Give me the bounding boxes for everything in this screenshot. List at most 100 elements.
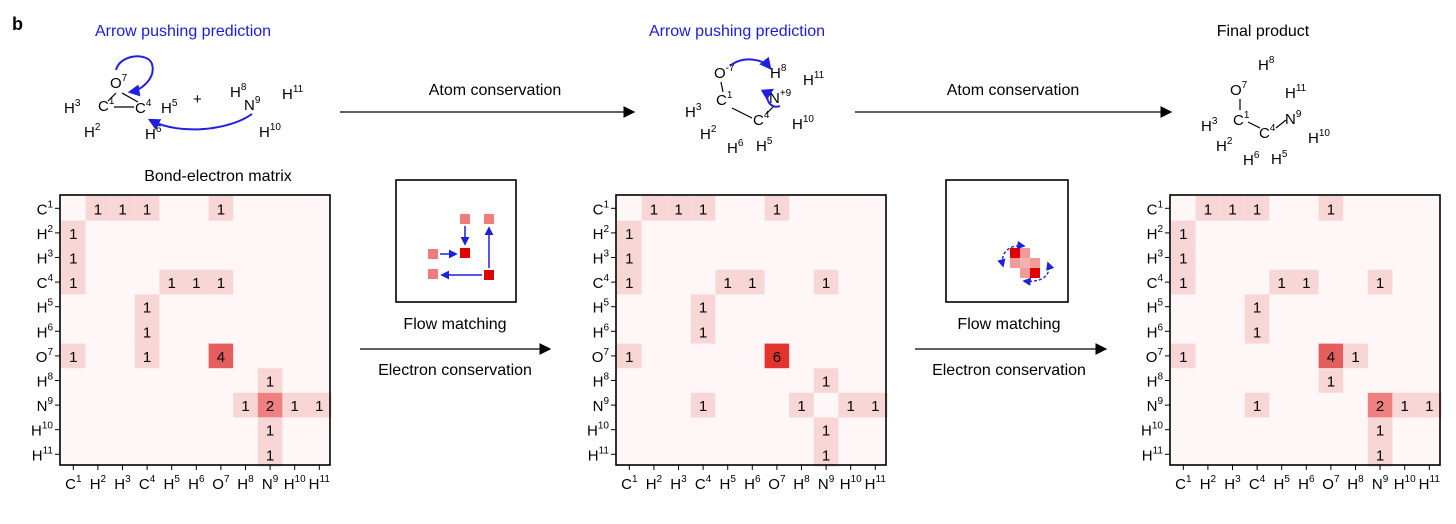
row-label: H10 <box>587 421 609 440</box>
matrix-cell <box>1195 196 1221 221</box>
matrix-cell <box>208 343 234 369</box>
matrix-cell-value: 1 <box>822 275 830 292</box>
column-label: H10 <box>1394 474 1416 493</box>
matrix-cell <box>1244 392 1270 418</box>
atom-C1: C1 <box>98 96 115 115</box>
svg-text:H2: H2 <box>700 124 717 143</box>
svg-text:H2: H2 <box>84 122 101 141</box>
matrix-cell-value: 1 <box>1179 349 1187 366</box>
column-label: C1 <box>65 474 82 493</box>
column-label: C4 <box>1249 474 1266 493</box>
svg-text:H11: H11 <box>282 84 304 103</box>
matrix-cell <box>1171 269 1196 295</box>
svg-text:H6: H6 <box>1243 150 1260 169</box>
matrix-cell-value: 1 <box>1376 423 1384 440</box>
heading-bond-electron-matrix: Bond-electron matrix <box>144 168 292 185</box>
svg-text:H6: H6 <box>145 124 162 143</box>
matrix-background <box>616 195 886 465</box>
row-label: H8 <box>37 372 54 391</box>
flow-cell <box>428 249 438 259</box>
row-label: H10 <box>31 421 53 440</box>
matrix-frame <box>1169 194 1441 466</box>
matrix-cell-value: 1 <box>1327 201 1335 218</box>
matrix-cell <box>1294 269 1319 295</box>
row-label: H5 <box>37 298 54 317</box>
matrix-cell <box>257 417 283 442</box>
matrix-cell <box>690 392 716 418</box>
row-label: C4 <box>1147 273 1164 292</box>
svg-text:H3: H3 <box>685 102 702 121</box>
matrix-cell-value: 6 <box>773 349 781 366</box>
matrix-cell <box>233 392 258 418</box>
matrix-cell-value: 1 <box>699 201 707 218</box>
matrix-cell <box>85 196 111 221</box>
flow-cell <box>460 248 470 258</box>
matrix-cell <box>1318 343 1344 369</box>
matrix-cell <box>1171 343 1196 369</box>
column-label: C4 <box>139 474 156 493</box>
flow-matching-label-2: Flow matching <box>957 316 1060 333</box>
matrix-cell-value: 1 <box>699 324 707 341</box>
matrix-cell <box>813 269 839 295</box>
matrix-cell-value: 1 <box>69 349 77 366</box>
matrix-cell-value: 1 <box>143 324 151 341</box>
matrix-cell-value: 1 <box>1228 201 1236 218</box>
flow-cell <box>1020 248 1030 258</box>
matrix-cell-value: 1 <box>1425 398 1433 415</box>
svg-text:H8: H8 <box>1258 55 1275 74</box>
flow-cell <box>1020 268 1030 278</box>
atom-conservation-label-2: Atom conservation <box>947 82 1080 99</box>
matrix-cell-value: 1 <box>217 201 225 218</box>
matrix-cell-value: 4 <box>217 349 225 366</box>
row-label: H8 <box>593 372 610 391</box>
flow-matching-box-2 <box>945 179 1069 303</box>
matrix-cell <box>1367 392 1393 418</box>
matrix-cell-value: 1 <box>266 374 274 391</box>
column-label: H11 <box>865 474 887 493</box>
matrix-background <box>1170 195 1440 465</box>
panel-label: b <box>12 14 23 34</box>
matrix-cell-value: 1 <box>266 423 274 440</box>
matrix-cell <box>617 220 642 246</box>
matrix-cell <box>1367 442 1393 467</box>
svg-text:H2: H2 <box>1216 136 1233 155</box>
matrix-cell-value: 1 <box>1401 398 1409 415</box>
column-label: H5 <box>719 474 736 493</box>
column-label: C1 <box>1175 474 1192 493</box>
column-label: O7 <box>212 474 230 493</box>
svg-text:H11: H11 <box>1285 83 1307 102</box>
row-label: N9 <box>37 396 54 415</box>
matrix-cell <box>1417 392 1442 418</box>
matrix-cell <box>617 245 642 270</box>
flow-matching-label-1: Flow matching <box>403 316 506 333</box>
column-label: H8 <box>793 474 810 493</box>
matrix-cell <box>257 442 283 467</box>
column-label: H10 <box>840 474 862 493</box>
matrix-cell-value: 1 <box>1253 201 1261 218</box>
matrix-cell <box>257 368 283 393</box>
row-label: H2 <box>37 224 54 243</box>
column-label: C1 <box>621 474 638 493</box>
matrix-cell-value: 1 <box>1376 275 1384 292</box>
matrix-cell-value: 1 <box>69 226 77 243</box>
column-label: H3 <box>114 474 131 493</box>
matrix-cell-value: 1 <box>1253 300 1261 317</box>
row-label: H3 <box>593 249 610 268</box>
atom-C4: C4 <box>135 98 152 117</box>
matrix-cell <box>1244 319 1270 344</box>
matrix-cell <box>1318 196 1344 221</box>
matrix-cell <box>1171 245 1196 270</box>
matrix-cell <box>134 196 160 221</box>
row-label: H11 <box>1142 445 1164 464</box>
matrix-cell <box>208 196 234 221</box>
column-label: H2 <box>1200 474 1217 493</box>
matrix-cell-value: 1 <box>871 398 879 415</box>
flow-cell <box>484 214 494 224</box>
matrix-cell <box>789 392 814 418</box>
column-label: O7 <box>768 474 786 493</box>
row-label: H6 <box>1147 322 1164 341</box>
